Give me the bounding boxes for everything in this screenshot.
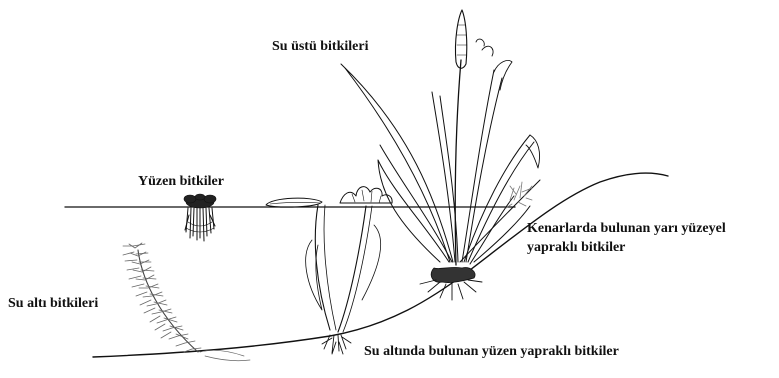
emergent-plant-illustration <box>341 10 540 300</box>
lake-bottom-line <box>93 173 668 357</box>
floating-leaved-plant-illustration <box>266 187 392 354</box>
label-floating-plants: Yüzen bitkiler <box>138 175 224 189</box>
label-marginal-plants-line2: yapraklı bitkiler <box>527 241 625 255</box>
marginal-plant-illustration <box>506 182 532 208</box>
label-emergent-plants: Su üstü bitkileri <box>272 40 368 54</box>
floating-plant-illustration <box>184 194 216 241</box>
label-floating-leaved-plants: Su altında bulunan yüzen yapraklı bitkil… <box>364 345 619 359</box>
submerged-plant-illustration <box>123 243 250 361</box>
label-marginal-plants-line1: Kenarlarda bulunan yarı yüzeyel <box>527 222 726 236</box>
label-submerged-plants: Su altı bitkileri <box>8 297 98 311</box>
